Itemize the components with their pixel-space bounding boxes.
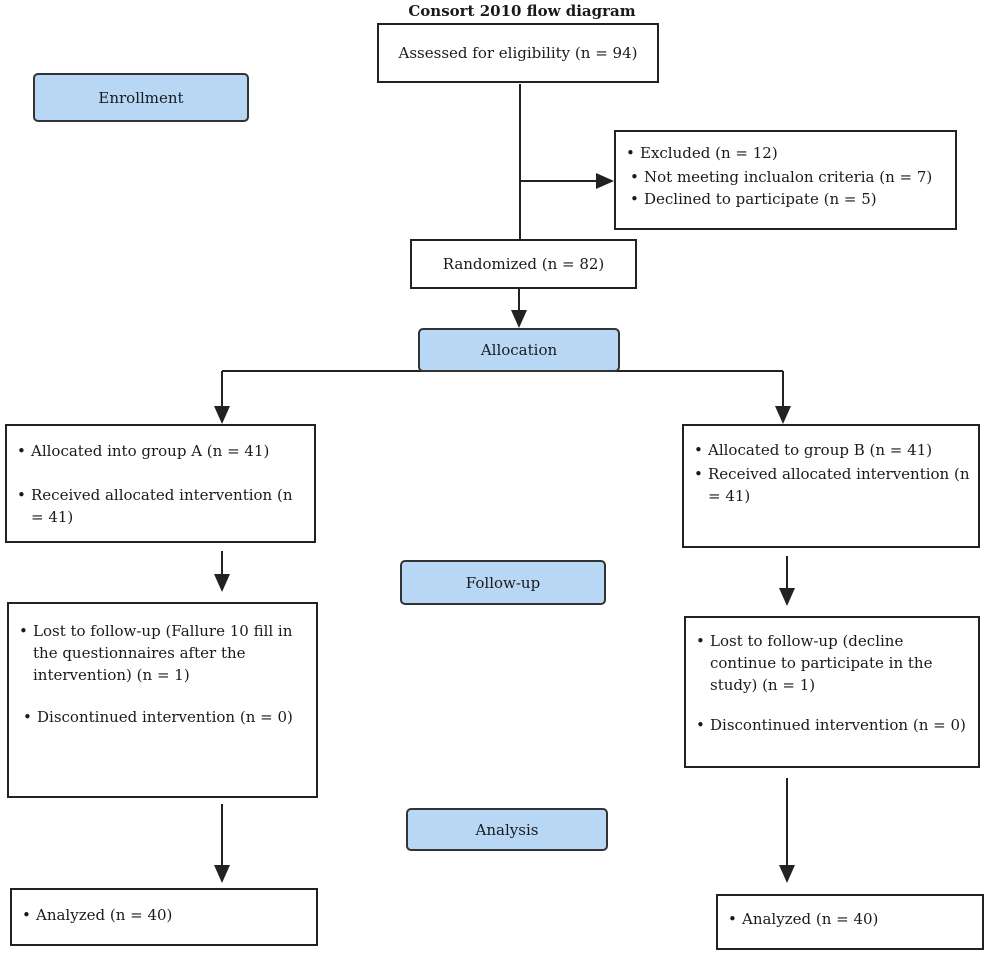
group-a-allocated: Allocated into group A (n = 41) — [15, 440, 306, 462]
group-a-followup-box: Lost to follow-up (Fallure 10 fill in th… — [7, 602, 318, 798]
excluded-criteria: Not meeting inclualon criteria (n = 7) — [628, 166, 947, 188]
group-b-discontinued: Discontinued intervention (n = 0) — [694, 714, 970, 736]
group-b-followup-box: Lost to follow-up (decline continue to p… — [684, 616, 980, 768]
group-b-allocation-box: Allocated to group B (n = 41) Received a… — [682, 424, 980, 548]
excluded-box: Excluded (n = 12) Not meeting inclualon … — [614, 130, 957, 230]
excluded-declined: Declined to participate (n = 5) — [628, 188, 947, 210]
group-a-received: Received allocated intervention (n = 41) — [15, 484, 306, 528]
assessed-box: Assessed for eligibility (n = 94) — [377, 23, 659, 83]
group-b-analysis-box: Analyzed (n = 40) — [716, 894, 984, 950]
stage-analysis: Analysis — [406, 808, 608, 851]
assessed-text: Assessed for eligibility (n = 94) — [398, 44, 638, 62]
group-a-allocation-box: Allocated into group A (n = 41) Received… — [5, 424, 316, 543]
group-b-received: Received allocated intervention (n = 41) — [692, 463, 970, 507]
stage-enrollment: Enrollment — [33, 73, 249, 122]
randomized-text: Randomized (n = 82) — [442, 255, 605, 273]
randomized-box: Randomized (n = 82) — [410, 239, 637, 289]
group-b-lost: Lost to follow-up (decline continue to p… — [694, 630, 970, 696]
group-a-lost: Lost to follow-up (Fallure 10 fill in th… — [17, 620, 308, 686]
group-b-allocated: Allocated to group B (n = 41) — [692, 439, 970, 461]
group-a-analyzed: Analyzed (n = 40) — [20, 904, 308, 926]
group-a-analysis-box: Analyzed (n = 40) — [10, 888, 318, 946]
group-b-analyzed: Analyzed (n = 40) — [726, 908, 974, 930]
group-a-discontinued: Discontinued intervention (n = 0) — [21, 706, 308, 728]
excluded-total: Excluded (n = 12) — [624, 142, 947, 164]
stage-allocation: Allocation — [418, 328, 620, 372]
diagram-title: Consort 2010 flow diagram — [408, 2, 636, 20]
stage-followup: Follow-up — [400, 560, 606, 605]
